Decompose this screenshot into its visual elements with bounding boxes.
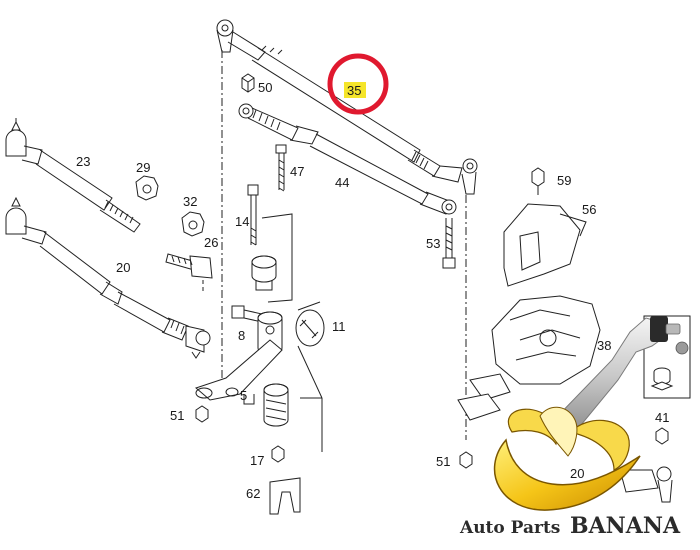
- banana-body: [493, 438, 641, 511]
- part-label-17[interactable]: 17: [250, 453, 264, 468]
- nut-59: [531, 167, 545, 195]
- part-label-11[interactable]: 11: [332, 319, 346, 334]
- part-label-26[interactable]: 26: [204, 235, 218, 250]
- bolt-14: [247, 184, 293, 303]
- part-label-59[interactable]: 59: [557, 173, 571, 188]
- brand: Auto Parts BANANA: [459, 513, 681, 539]
- clip-62: [269, 477, 301, 515]
- banana-fruit: [539, 406, 578, 457]
- banana-logo: [493, 406, 641, 511]
- brand-prefix: Auto Parts: [459, 518, 560, 538]
- control-arm-photo: [551, 316, 689, 437]
- highlight-marker: [344, 82, 366, 98]
- part-label-32[interactable]: 32: [183, 194, 197, 209]
- part-label-20-right[interactable]: 20: [570, 466, 584, 481]
- part-label-44[interactable]: 44: [335, 175, 349, 190]
- bolt-47: [275, 144, 287, 192]
- bushing-17: [263, 383, 323, 463]
- part-label-51-left[interactable]: 51: [170, 408, 184, 423]
- wrench-11: [295, 301, 325, 399]
- part-label-50[interactable]: 50: [258, 80, 272, 95]
- nut-41: [655, 427, 669, 445]
- nut-29: [135, 175, 159, 201]
- nut-51-left: [195, 405, 209, 423]
- tie-rod-20-left: [5, 196, 211, 359]
- part-label-53[interactable]: 53: [426, 236, 440, 251]
- bolt-53: [442, 218, 456, 269]
- bushing: [251, 255, 277, 291]
- part-label-20[interactable]: 20: [116, 260, 130, 275]
- nut-51-right: [459, 451, 473, 469]
- part-label-5[interactable]: 5: [240, 388, 247, 403]
- part-labels: 35 50 44 47 23 29 32 26 20 14 8 11 5 51 …: [76, 80, 669, 501]
- banana-peel-right: [568, 419, 630, 471]
- brand-name: BANANA: [570, 513, 681, 539]
- pitman-arm-5: [195, 339, 283, 405]
- part-label-23[interactable]: 23: [76, 154, 90, 169]
- bracket-56: [503, 203, 587, 287]
- part-label-35[interactable]: 35: [347, 83, 361, 98]
- tie-rod-44: [238, 103, 457, 215]
- part-label-62[interactable]: 62: [246, 486, 260, 501]
- part-label-38[interactable]: 38: [597, 338, 611, 353]
- nut-32: [181, 211, 205, 237]
- tie-rod-35: [216, 19, 478, 195]
- tie-rod-end-23: [5, 118, 141, 233]
- tie-rod-20-right: [619, 466, 673, 503]
- highlight-35: [327, 53, 389, 115]
- part-label-8[interactable]: 8: [238, 328, 245, 343]
- part-label-56[interactable]: 56: [582, 202, 596, 217]
- highlight-ring: [327, 53, 389, 115]
- steering-gearbox: [457, 295, 601, 421]
- line-art: [5, 19, 691, 515]
- part-label-41[interactable]: 41: [655, 410, 669, 425]
- part-label-29[interactable]: 29: [136, 160, 150, 175]
- part-label-14[interactable]: 14: [235, 214, 249, 229]
- bolt-26: [165, 253, 213, 279]
- part-label-47[interactable]: 47: [290, 164, 304, 179]
- part-label-51-right[interactable]: 51: [436, 454, 450, 469]
- nut-50: [241, 73, 255, 93]
